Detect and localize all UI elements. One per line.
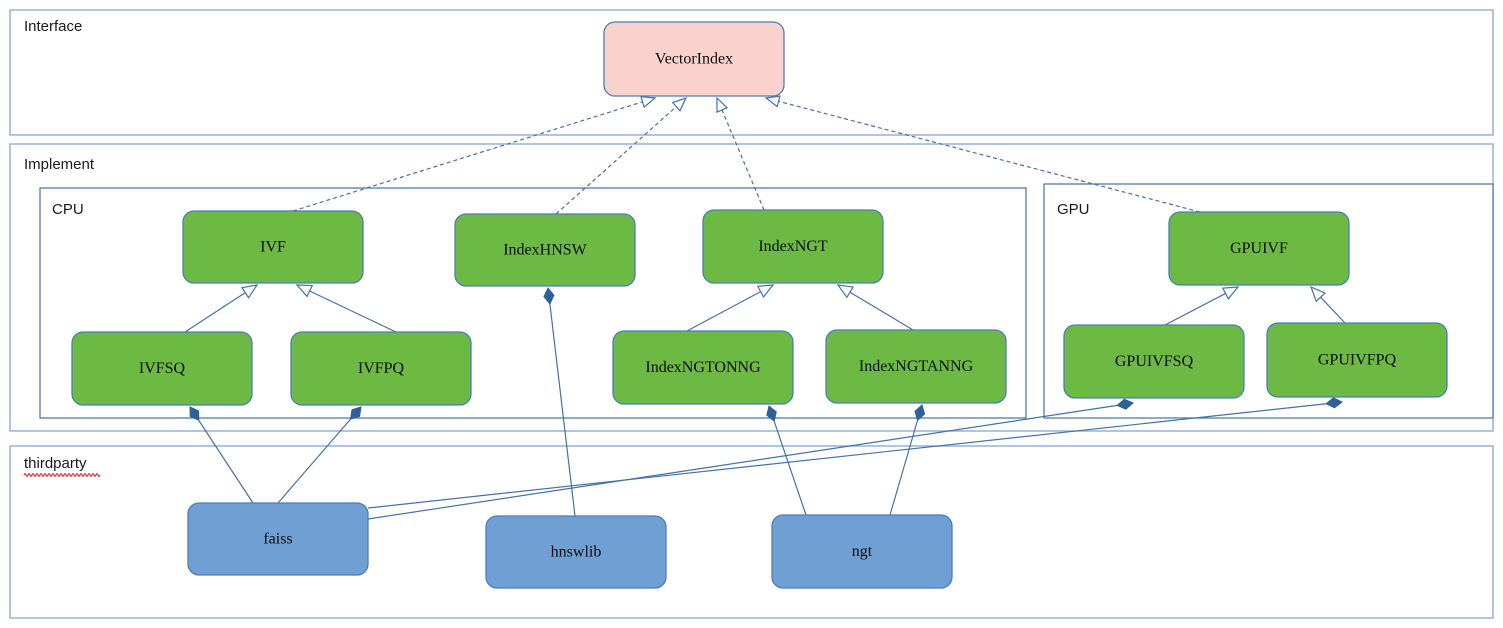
class-node-hnswlib[interactable]: hnswlib xyxy=(485,515,667,589)
class-node-label-indexngt: IndexNGT xyxy=(758,238,828,255)
class-node-label-ivf: IVF xyxy=(260,239,286,256)
class-node-ivf[interactable]: IVF xyxy=(182,210,364,284)
class-node-label-vectorindex: VectorIndex xyxy=(655,51,733,68)
class-node-ngt[interactable]: ngt xyxy=(771,514,953,589)
edge-ngt-to-indexngtonng xyxy=(766,405,807,516)
edge-indexhnsw-to-vectorindex xyxy=(555,96,688,215)
edge-faiss-to-gpuivfsq xyxy=(367,398,1134,520)
class-node-vectorindex[interactable]: VectorIndex xyxy=(603,21,785,97)
package-label-implement: Implement xyxy=(24,156,95,173)
edge-indexngtanng-to-indexngt xyxy=(836,284,914,331)
class-node-indexhnsw[interactable]: IndexHNSW xyxy=(454,213,636,287)
package-label-interface: Interface xyxy=(24,18,82,35)
package-label-thirdparty: thirdparty xyxy=(24,455,87,472)
edge-ivfsq-to-ivf xyxy=(184,284,259,333)
class-node-gpuivfpq[interactable]: GPUIVFPQ xyxy=(1266,322,1448,398)
class-node-gpuivf[interactable]: GPUIVF xyxy=(1168,211,1350,286)
package-label-gpu: GPU xyxy=(1057,201,1090,218)
edge-faiss-to-ivfsq xyxy=(189,406,254,504)
class-node-label-ivfpq: IVFPQ xyxy=(358,360,405,377)
edge-faiss-to-ivfpq xyxy=(277,406,362,504)
class-node-ivfpq[interactable]: IVFPQ xyxy=(290,331,472,406)
relationship-edges xyxy=(184,95,1346,520)
class-node-indexngtanng[interactable]: IndexNGTANNG xyxy=(825,329,1007,404)
class-node-indexngt[interactable]: IndexNGT xyxy=(702,209,884,284)
class-node-label-gpuivfsq: GPUIVFSQ xyxy=(1115,353,1194,370)
class-node-label-indexhnsw: IndexHNSW xyxy=(503,242,587,259)
edge-hnswlib-to-indexhnsw xyxy=(543,287,576,517)
class-node-label-indexngtonng: IndexNGTONNG xyxy=(645,359,761,376)
edge-gpuivfsq-to-gpuivf xyxy=(1164,286,1240,326)
edge-indexngtonng-to-indexngt xyxy=(686,284,775,332)
edge-ivf-to-vectorindex xyxy=(292,95,657,212)
class-node-gpuivfsq[interactable]: GPUIVFSQ xyxy=(1063,324,1245,399)
edge-indexngt-to-vectorindex xyxy=(716,96,765,211)
package-label-cpu: CPU xyxy=(52,201,84,218)
class-node-label-gpuivfpq: GPUIVFPQ xyxy=(1318,352,1397,369)
edge-faiss-to-gpuivfpq xyxy=(367,397,1343,509)
class-node-label-indexngtanng: IndexNGTANNG xyxy=(859,358,974,375)
edge-gpuivfpq-to-gpuivf xyxy=(1309,285,1346,324)
class-node-label-ivfsq: IVFSQ xyxy=(139,360,186,377)
class-node-label-hnswlib: hnswlib xyxy=(551,544,602,561)
class-node-label-faiss: faiss xyxy=(263,531,292,548)
class-node-label-gpuivf: GPUIVF xyxy=(1230,240,1288,257)
edge-gpuivf-to-vectorindex xyxy=(764,95,1201,213)
spellcheck-underline xyxy=(23,473,101,477)
class-node-faiss[interactable]: faiss xyxy=(187,502,369,576)
class-node-ivfsq[interactable]: IVFSQ xyxy=(71,331,253,406)
edge-ivfpq-to-ivf xyxy=(295,284,397,333)
class-node-label-ngt: ngt xyxy=(852,543,873,560)
class-node-indexngtonng[interactable]: IndexNGTONNG xyxy=(612,330,794,405)
